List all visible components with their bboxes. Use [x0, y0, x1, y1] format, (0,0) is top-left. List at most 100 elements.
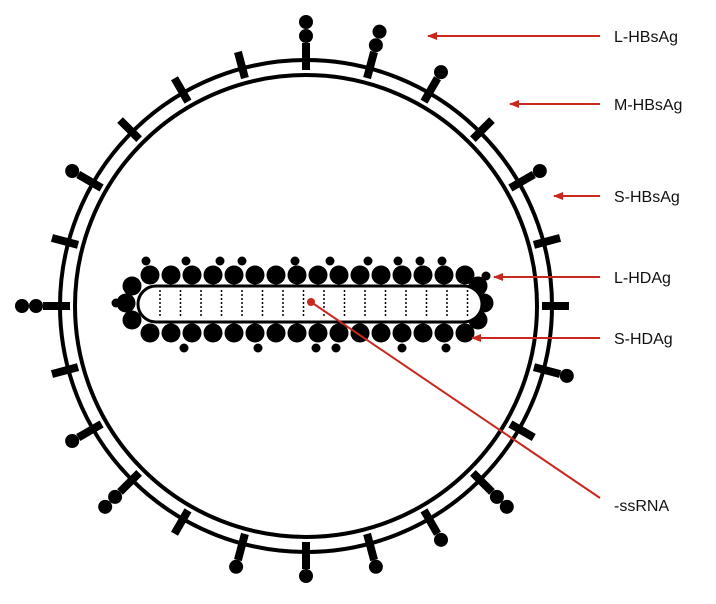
hdag-bead	[161, 323, 181, 343]
surface-protein-head	[229, 559, 244, 574]
hdag-bead	[182, 323, 202, 343]
surface-protein-stalk	[363, 532, 378, 562]
surface-protein-head	[434, 65, 448, 80]
hdag-bead	[350, 265, 370, 285]
surface-proteins	[15, 15, 574, 583]
hdag-small-bead	[179, 343, 189, 353]
hdag-bead	[140, 323, 160, 343]
hdag-small-bead	[237, 256, 247, 266]
hdag-small-bead	[331, 343, 341, 353]
label-s-hdag: S-HDAg	[614, 331, 673, 348]
surface-protein-stalk	[171, 76, 192, 104]
surface-protein-stalk	[508, 420, 536, 441]
hdag-bead	[122, 310, 142, 330]
surface-protein-head	[368, 38, 383, 53]
surface-protein-head	[29, 299, 43, 313]
surface-protein-head	[299, 15, 313, 29]
hdag-bead	[161, 265, 181, 285]
label-l-hdag: L-HDAg	[614, 270, 671, 287]
surface-protein-stalk	[234, 532, 249, 562]
hdag-bead	[434, 323, 454, 343]
hdag-small-bead	[415, 256, 425, 266]
surface-protein-stalk	[50, 234, 80, 249]
surface-protein-head	[299, 29, 313, 43]
envelope-inner-ring	[73, 73, 539, 539]
hdag-small-bead	[397, 343, 407, 353]
hdag-bead	[455, 323, 475, 343]
hdag-bead	[116, 293, 136, 313]
hdag-bead	[413, 323, 433, 343]
hdag-small-bead	[181, 256, 191, 266]
surface-protein-head	[489, 489, 504, 504]
surface-protein-head	[372, 24, 387, 39]
hdag-bead	[140, 265, 160, 285]
ssrna-pointer	[310, 301, 601, 499]
hdag-small-bead	[393, 256, 403, 266]
hdag-bead	[308, 265, 328, 285]
surface-protein-stalk	[76, 420, 104, 441]
hdag-small-bead	[111, 298, 121, 308]
surface-protein-head	[98, 499, 113, 514]
hdag-bead	[329, 265, 349, 285]
hdag-bead	[308, 323, 328, 343]
surface-protein-head	[65, 164, 80, 178]
hdag-small-bead	[325, 256, 335, 266]
hdag-small-beads	[111, 256, 491, 353]
label-s-hbsag: S-HBsAg	[614, 189, 680, 206]
hdag-bead	[392, 265, 412, 285]
surface-protein-head	[499, 499, 514, 514]
surface-protein-head	[368, 559, 383, 574]
hdag-bead	[287, 265, 307, 285]
hdag-small-bead	[481, 271, 491, 281]
hdag-bead	[203, 323, 223, 343]
hdag-small-bead	[441, 343, 451, 353]
pointer-arrows	[307, 32, 601, 499]
hdag-bead	[203, 265, 223, 285]
label-l-hbsag: L-HBsAg	[614, 29, 678, 46]
hdag-bead	[224, 323, 244, 343]
surface-protein-head	[559, 368, 574, 383]
hdag-bead	[122, 276, 142, 296]
hdag-small-bead	[437, 256, 447, 266]
surface-protein-stalk	[470, 117, 495, 142]
label-ssrna: -ssRNA	[614, 498, 669, 515]
surface-protein-stalk	[117, 117, 142, 142]
surface-protein-stalk	[363, 50, 378, 80]
hdag-bead	[245, 265, 265, 285]
hdag-bead	[182, 265, 202, 285]
surface-protein-stalk	[50, 363, 80, 378]
hdag-bead	[245, 323, 265, 343]
label-m-hbsag: M-HBsAg	[614, 97, 682, 114]
surface-protein-head	[532, 164, 547, 178]
surface-protein-stalk	[117, 470, 142, 495]
hdag-small-bead	[363, 256, 373, 266]
surface-protein-head	[434, 532, 448, 547]
surface-protein-head	[65, 434, 80, 448]
hdag-bead	[371, 265, 391, 285]
hdag-bead	[371, 323, 391, 343]
surface-protein-stalk	[508, 171, 536, 192]
surface-protein-stalk	[532, 363, 562, 378]
surface-protein-stalk	[171, 508, 192, 536]
surface-protein-stalk	[420, 76, 441, 104]
hdag-bead	[266, 323, 286, 343]
hdag-small-bead	[253, 343, 263, 353]
hdag-small-bead	[215, 256, 225, 266]
ssrna-pointer-dot	[307, 298, 315, 306]
surface-protein-stalk	[470, 470, 495, 495]
surface-protein-stalk	[76, 171, 104, 192]
surface-protein-head	[15, 299, 29, 313]
rna-strand-lines	[159, 290, 469, 318]
hdag-small-bead	[290, 256, 300, 266]
surface-protein-stalk	[234, 50, 249, 80]
hdag-bead	[392, 323, 412, 343]
surface-protein-stalk	[532, 234, 562, 249]
hdag-bead	[224, 265, 244, 285]
hdag-bead	[287, 323, 307, 343]
ribonucleoprotein	[111, 256, 494, 353]
hdag-bead	[413, 265, 433, 285]
surface-protein-stalk	[420, 508, 441, 536]
surface-protein-head	[299, 569, 313, 583]
hdag-bead	[266, 265, 286, 285]
